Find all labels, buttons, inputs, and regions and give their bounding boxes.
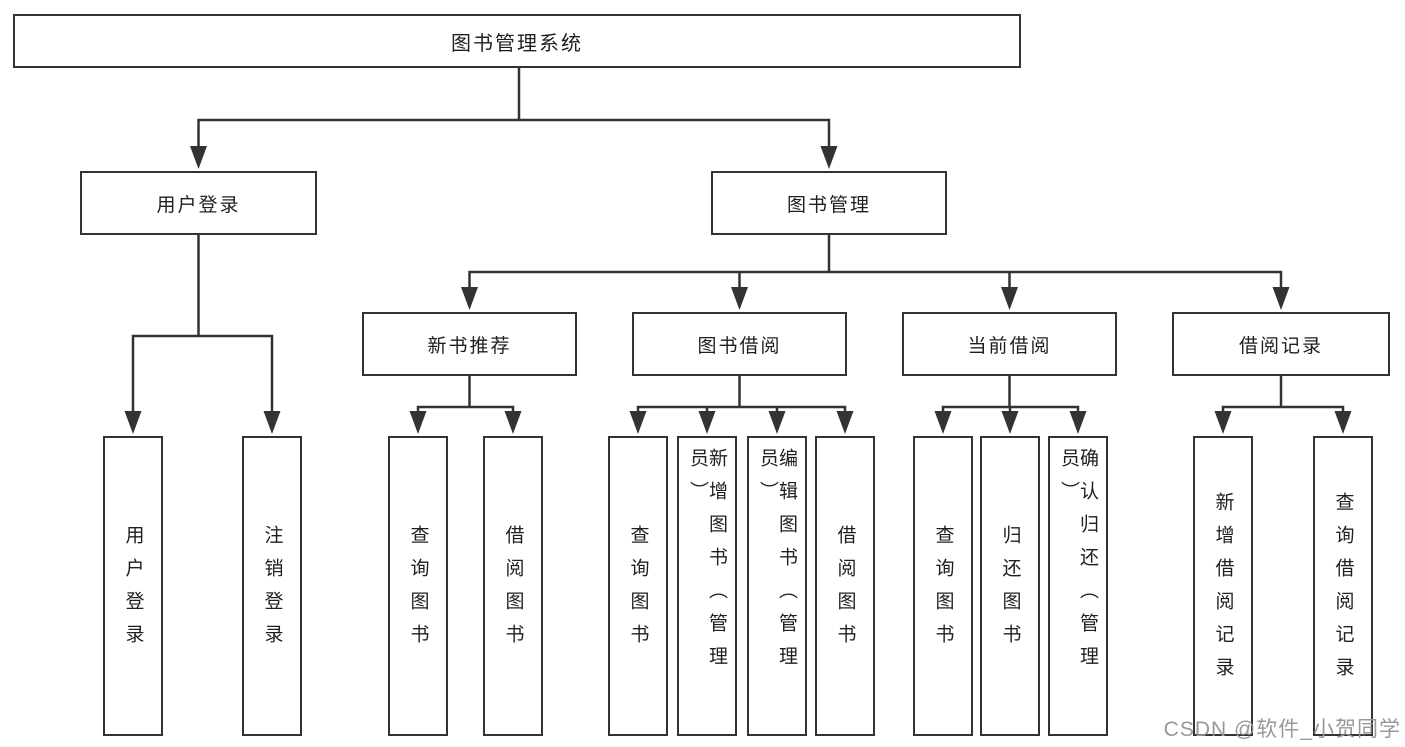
arrowheads <box>124 146 1352 434</box>
node-user-login: 用户登录 <box>80 171 317 235</box>
node-new-book-recommend: 新书推荐 <box>362 312 577 376</box>
leaf-borrow-books-recommend: 借阅图书 <box>483 436 543 736</box>
leaf-user-login: 用户登录 <box>103 436 163 736</box>
leaf-add-book-admin: 新增图书（管理员） <box>677 436 737 736</box>
leaf-logout: 注销登录 <box>242 436 302 736</box>
watermark-csdn: CSDN @软件_小贺同学 <box>1163 718 1401 741</box>
leaf-query-books-current: 查询图书 <box>913 436 973 736</box>
leaf-return-books: 归还图书 <box>980 436 1040 736</box>
node-book-management: 图书管理 <box>711 171 947 235</box>
leaf-query-borrow-record: 查询借阅记录 <box>1313 436 1373 736</box>
leaf-borrow-books: 借阅图书 <box>815 436 875 736</box>
leaf-query-books-borrowing: 查询图书 <box>608 436 668 736</box>
leaf-edit-book-admin: 编辑图书（管理员） <box>747 436 807 736</box>
leaf-query-books-recommend: 查询图书 <box>388 436 448 736</box>
node-borrowing-records: 借阅记录 <box>1172 312 1390 376</box>
node-book-management-system: 图书管理系统 <box>13 14 1021 68</box>
node-book-borrowing: 图书借阅 <box>632 312 847 376</box>
leaf-add-borrow-record: 新增借阅记录 <box>1193 436 1253 736</box>
leaf-confirm-return-admin: 确认归还（管理员） <box>1048 436 1108 736</box>
node-current-borrowing: 当前借阅 <box>902 312 1117 376</box>
